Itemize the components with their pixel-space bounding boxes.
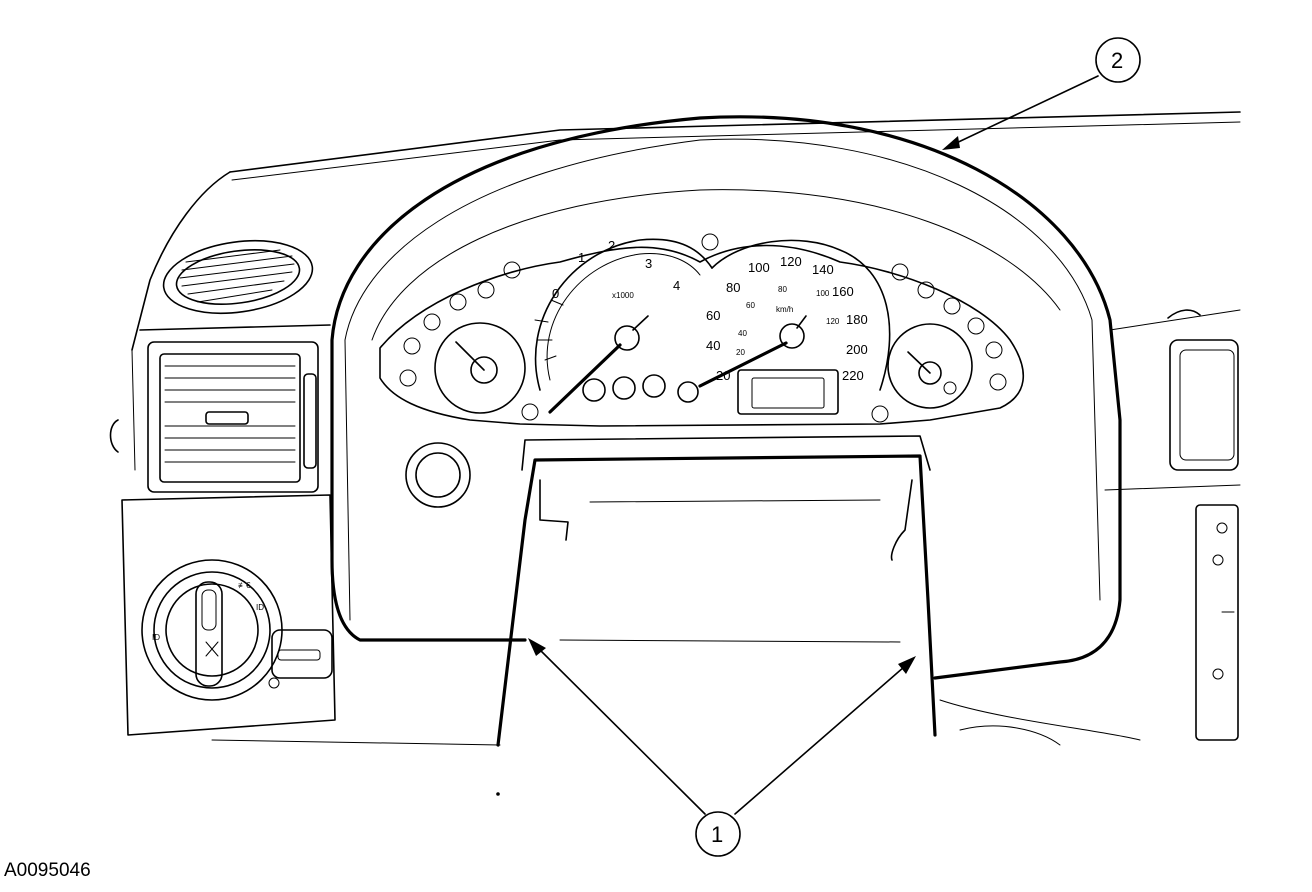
tach-label-1: 1	[578, 250, 585, 265]
steering-column-shroud	[496, 435, 937, 747]
speedometer: 20 40 60 80 100 120 140 160 180 200 220 …	[698, 239, 891, 391]
speed-label-40: 40	[706, 338, 720, 353]
callout-2-circle	[1095, 37, 1141, 83]
tach-label-2: 2	[608, 238, 615, 253]
speed-label-160: 160	[832, 284, 854, 299]
center-console-edge	[939, 309, 1239, 746]
speed-label-220: 220	[842, 368, 864, 383]
mph-label-80: 80	[778, 285, 787, 294]
callout-2-leader	[949, 75, 1099, 147]
callout-2: 2	[942, 37, 1141, 150]
mph-label-40: 40	[738, 329, 747, 338]
callout-1: 1	[528, 638, 916, 857]
mph-label-60: 60	[746, 301, 755, 310]
stray-dot	[496, 792, 500, 796]
tach-label-4: 4	[673, 278, 680, 293]
tachometer: 0 1 2 3 4 x1000	[534, 238, 713, 414]
tach-scale-text: x1000	[612, 291, 634, 300]
svg-text:ID: ID	[152, 633, 160, 642]
mph-label-20: 20	[736, 348, 745, 357]
speed-unit: km/h	[776, 305, 793, 314]
warning-indicators	[399, 233, 1007, 423]
speed-label-60: 60	[706, 308, 720, 323]
callout-1-leader-right	[734, 659, 913, 815]
fuel-gauge	[887, 323, 973, 409]
figure-id: A0095046	[4, 860, 91, 881]
instrument-cluster: 0 1 2 3 4 x1000 20 40 60 80 100 120 140 …	[379, 233, 1024, 427]
speed-label-120: 120	[780, 254, 802, 269]
mph-label-100: 100	[816, 289, 830, 298]
speed-label-200: 200	[846, 342, 868, 357]
speed-label-20: 20	[716, 368, 730, 383]
speed-label-80: 80	[726, 280, 740, 295]
temperature-gauge	[434, 322, 526, 414]
lower-left-panel	[121, 494, 501, 746]
callout-1-number: 1	[711, 822, 723, 847]
speed-label-140: 140	[812, 262, 834, 277]
trip-button-cluster	[582, 374, 699, 403]
rectangular-air-vent	[109, 341, 319, 493]
speed-label-100: 100	[748, 260, 770, 275]
svg-text:≢€: ≢€	[238, 581, 251, 590]
callout-1-leader-left	[531, 641, 706, 815]
callout-1-circle	[695, 811, 741, 857]
svg-text:ID: ID	[256, 603, 264, 612]
round-air-vent	[162, 240, 314, 314]
callout-2-number: 2	[1111, 48, 1123, 73]
tach-label-0: 0	[552, 286, 559, 301]
dashboard-top-edge	[131, 111, 1241, 491]
odometer-display	[737, 369, 839, 415]
speed-label-180: 180	[846, 312, 868, 327]
headlamp-switch: ID ≢€ ID	[141, 559, 333, 701]
tach-label-3: 3	[645, 256, 652, 271]
instrument-cluster-bezel	[330, 115, 1122, 680]
ignition-knob	[405, 442, 471, 508]
mph-label-120: 120	[826, 317, 840, 326]
